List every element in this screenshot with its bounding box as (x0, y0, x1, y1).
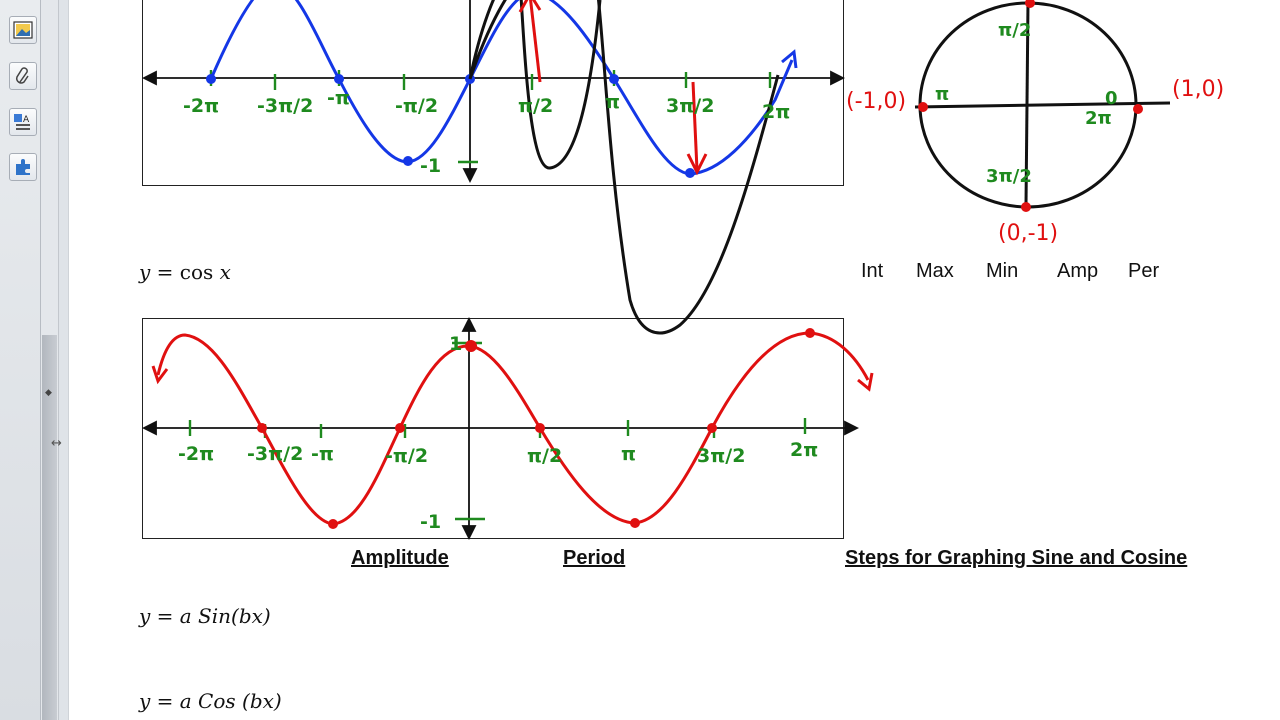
scrollbar-thumb[interactable] (42, 335, 57, 720)
table-header-per: Per (1128, 260, 1160, 282)
steps-heading: Steps for Graphing Sine and Cosine (845, 547, 1188, 569)
properties-tool[interactable]: A (9, 108, 37, 136)
amplitude-heading: Amplitude (351, 547, 449, 569)
image-gallery-tool[interactable] (9, 16, 37, 44)
resize-arrows-icon[interactable]: ↔ (51, 436, 62, 451)
cos-equation: y = cos x (139, 260, 231, 284)
paperclip-icon (16, 67, 29, 84)
table-header-min: Min (986, 260, 1019, 282)
sine-graph-box (142, 0, 844, 186)
attachments-tool[interactable] (9, 62, 37, 90)
sine-general-equation: y = a Sin(bx) (139, 604, 271, 628)
sidebar-splitter[interactable]: ◆ ↔ (41, 0, 62, 720)
svg-text:A: A (23, 115, 30, 125)
table-header-int: Int (861, 260, 884, 282)
add-on-icon (16, 159, 30, 175)
cosine-general-equation: y = a Cos (bx) (139, 689, 282, 713)
table-header-amp: Amp (1057, 260, 1099, 282)
text-formatting-icon: A (14, 114, 30, 130)
period-heading: Period (563, 547, 626, 569)
image-icon (13, 21, 33, 39)
tool-sidebar: A (0, 0, 41, 720)
table-header-max: Max (916, 260, 954, 282)
add-ons-tool[interactable] (9, 153, 37, 181)
cosine-graph-box (142, 318, 844, 539)
grip-icon: ◆ (45, 388, 52, 398)
